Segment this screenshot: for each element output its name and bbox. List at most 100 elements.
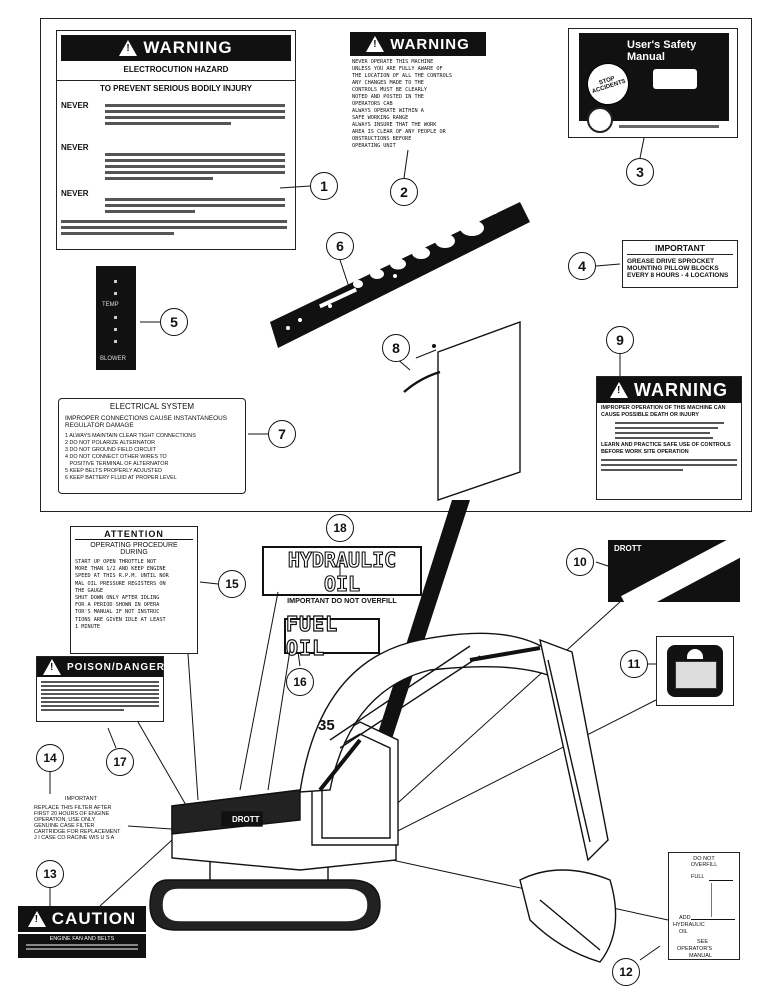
important-title: IMPORTANT bbox=[627, 243, 733, 255]
list-item: 2 DO NOT POLARIZE ALTERNATOR bbox=[65, 440, 156, 446]
text-line: AREA IS CLEAR OF ANY PEOPLE OR bbox=[352, 129, 446, 135]
callout-7: 7 bbox=[268, 420, 296, 448]
callout-14: 14 bbox=[36, 744, 64, 772]
text-line: MORE THAN 1/2 AND KEEP ENGINE bbox=[75, 566, 166, 573]
decal-7-electrical-system: ELECTRICAL SYSTEM IMPROPER CONNECTIONS C… bbox=[58, 398, 246, 494]
text-line: DURING bbox=[120, 549, 148, 556]
text-line: 1 MINUTE bbox=[75, 623, 100, 630]
decal-1-electrocution-warning: WARNING ELECTROCUTION HAZARD TO PREVENT … bbox=[56, 30, 296, 250]
caution-title: CAUTION bbox=[51, 909, 137, 928]
callout-10: 10 bbox=[566, 548, 594, 576]
text-line: TIONS ARE GIVEN IDLE AT LEAST bbox=[75, 616, 166, 623]
text-line: ALWAYS OPERATE WITHIN A bbox=[352, 108, 424, 114]
machine-model-number: 35 bbox=[318, 717, 335, 734]
level-line bbox=[709, 880, 733, 881]
do-not-overfill-text: IMPORTANT DO NOT OVERFILL bbox=[287, 596, 397, 605]
blower-label: BLOWER bbox=[100, 356, 127, 362]
callout-18: 18 bbox=[326, 514, 354, 542]
text-line: J I CASE CO RACINE WIS U S A bbox=[34, 835, 115, 841]
list-item: POSITIVE TERMINAL OF ALTERNATOR bbox=[65, 461, 169, 467]
text-line: OPERATORS CAB bbox=[352, 101, 393, 107]
text-line: REGULATOR DAMAGE bbox=[65, 422, 134, 429]
text-line: IMPROPER CONNECTIONS CAUSE INSTANTANEOUS bbox=[65, 415, 228, 422]
warning-title: WARNING bbox=[390, 35, 470, 53]
text-line: REPLACE THIS FILTER AFTER bbox=[34, 805, 112, 811]
callout-4: 4 bbox=[568, 252, 596, 280]
text-line: SEE bbox=[697, 939, 709, 945]
text-line: SHUT DOWN ONLY AFTER IDLING bbox=[75, 595, 160, 602]
full-mark: FULL bbox=[691, 874, 705, 880]
callout-15: 15 bbox=[218, 570, 246, 598]
text-line: UNLESS YOU ARE FULLY AWARE OF bbox=[352, 66, 443, 72]
text-line: MOUNTING PILLOW BLOCKS bbox=[627, 265, 719, 272]
decal-18-hydraulic-oil: HYDRAULIC OIL IMPORTANT DO NOT OVERFILL bbox=[262, 546, 422, 605]
panel-dot bbox=[114, 340, 117, 343]
manual-title: User's Safety Manual bbox=[627, 39, 697, 63]
seal-icon bbox=[587, 107, 613, 133]
text-line: SPEED AT THIS R.P.M. UNTIL NOR bbox=[75, 573, 169, 580]
text-line: HYDRAULIC bbox=[673, 922, 705, 928]
text-line: START UP OPEN THROTTLE NOT bbox=[75, 559, 157, 565]
text-line: OVERFILL bbox=[690, 862, 718, 868]
text-line: IMPORTANT bbox=[65, 796, 97, 802]
decal-13-caution: CAUTION ENGINE FAN AND BELTS bbox=[18, 906, 146, 958]
callout-8: 8 bbox=[382, 334, 410, 362]
decal-1-sub2: TO PREVENT SERIOUS BODILY INJURY bbox=[57, 80, 295, 93]
text-line: LEARN AND PRACTICE SAFE USE OF CONTROLS bbox=[601, 442, 731, 448]
text-line: EVERY 8 HOURS - 4 LOCATIONS bbox=[627, 272, 729, 279]
list-item: 5 KEEP BELTS PROPERLY ADJUSTED bbox=[65, 468, 162, 474]
gauge-dial-icon bbox=[687, 649, 703, 659]
decal-1-footer-text bbox=[61, 217, 287, 238]
warning-triangle-icon bbox=[610, 382, 628, 398]
excavator-silhouette-icon bbox=[653, 69, 697, 89]
callout-6: 6 bbox=[326, 232, 354, 260]
fuel-oil-text: FUEL OIL bbox=[285, 611, 339, 660]
text-line: BEFORE WORK SITE OPERATION bbox=[601, 449, 689, 455]
callout-11: 11 bbox=[620, 650, 648, 678]
decal-1-sub1: ELECTROCUTION HAZARD bbox=[123, 65, 229, 74]
poison-title: POISON/DANGER bbox=[67, 661, 166, 673]
text-line: FIRST 20 HOURS OF ENGINE bbox=[34, 811, 110, 817]
list-item: 4 DO NOT CONNECT OTHER WIRES TO bbox=[65, 454, 167, 460]
callout-9: 9 bbox=[606, 326, 634, 354]
callout-16: 16 bbox=[286, 668, 314, 696]
text-line: SAFE WORKING RANGE bbox=[352, 115, 409, 121]
warning-bar: WARNING bbox=[61, 35, 291, 61]
text-line: NEVER OPERATE THIS MACHINE bbox=[352, 59, 434, 65]
warning-bar: WARNING bbox=[350, 32, 486, 56]
machine-brand: DROTT bbox=[232, 815, 260, 824]
decal-3-safety-manual: User's Safety Manual STOP ACCIDENTS bbox=[568, 28, 738, 138]
text-line: TOR'S MANUAL IF NOT INSTRUC bbox=[75, 609, 160, 616]
text-line: MANUAL bbox=[689, 953, 712, 959]
text-line: CONTROLS MUST BE CLEARLY bbox=[352, 87, 427, 93]
callout-1: 1 bbox=[310, 172, 338, 200]
excavator-drawing bbox=[149, 632, 617, 963]
caution-triangle-icon bbox=[27, 911, 46, 927]
callout-17: 17 bbox=[106, 748, 134, 776]
list-item: 1 ALWAYS MAINTAIN CLEAR TIGHT CONNECTION… bbox=[65, 433, 196, 439]
text-line: CAUSE POSSIBLE DEATH OR INJURY bbox=[601, 412, 699, 418]
text-line: CARTRIDGE FOR REPLACEMENT bbox=[34, 829, 121, 835]
list-item: 6 KEEP BATTERY FLUID AT PROPER LEVEL bbox=[65, 475, 177, 481]
never-2: NEVER bbox=[61, 143, 89, 152]
text-line: GENUINE CASE FILTER bbox=[34, 823, 95, 829]
decal-1-body-text bbox=[105, 101, 285, 216]
callout-13: 13 bbox=[36, 860, 64, 888]
decal-9-operation-warning: WARNING IMPROPER OPERATION OF THIS MACHI… bbox=[596, 376, 742, 500]
poison-bar: POISON/DANGER bbox=[37, 657, 166, 677]
caution-text: ENGINE FAN AND BELTS bbox=[18, 934, 146, 958]
text-line: DO NOT bbox=[693, 856, 715, 862]
text-line: ANY CHANGES MADE TO THE bbox=[352, 80, 424, 86]
electrical-title: ELECTRICAL SYSTEM bbox=[109, 402, 195, 411]
callout-3: 3 bbox=[626, 158, 654, 186]
decal-12-hydraulic-level: DO NOT OVERFILL FULL ADD HYDRAULIC OIL S… bbox=[668, 852, 740, 960]
warning-triangle-icon bbox=[119, 40, 138, 56]
text-line: OBSTRUCTIONS BEFORE bbox=[352, 136, 412, 142]
text-line: NOTED AND POSTED IN THE bbox=[352, 94, 424, 100]
text-line: THE GAUGE bbox=[75, 587, 104, 594]
text-line: OPERATION, USE ONLY bbox=[34, 817, 96, 823]
text-line: GREASE DRIVE SPROCKET bbox=[627, 258, 715, 265]
text-line: MAL OIL PRESSURE REGISTERS ON bbox=[75, 580, 166, 587]
decal-10-drott-emblem: DROTT bbox=[608, 540, 740, 602]
